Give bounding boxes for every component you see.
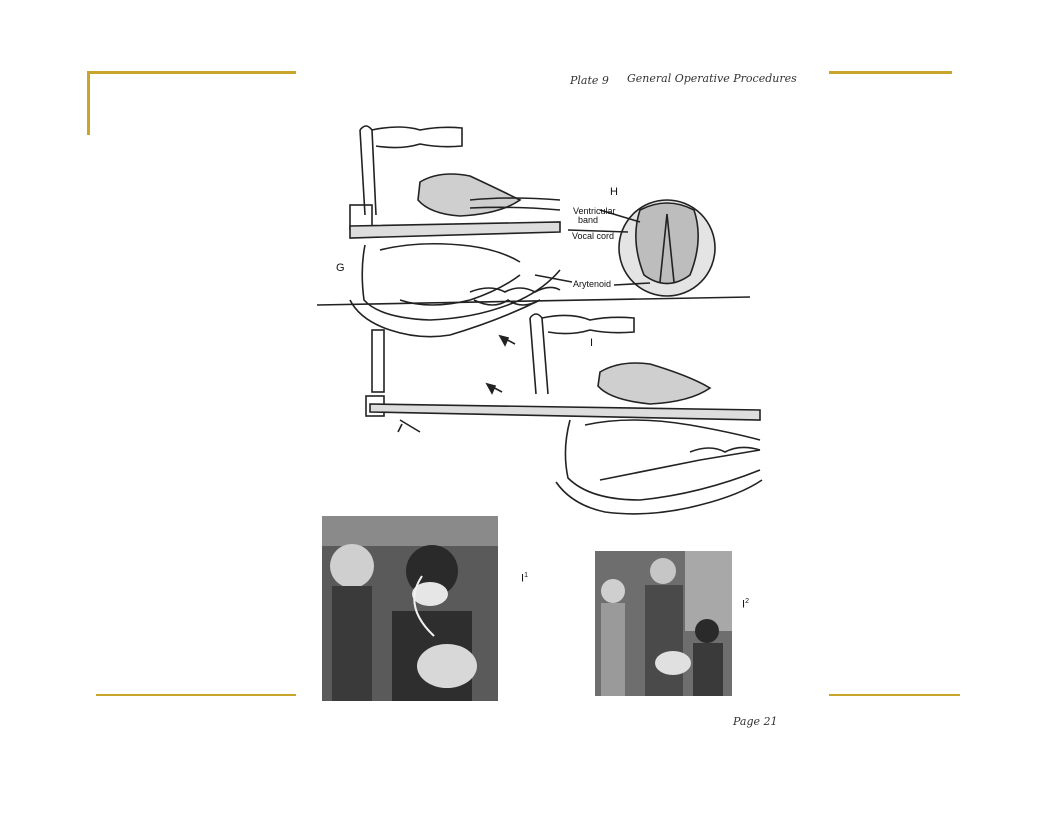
label-arytenoid: Arytenoid bbox=[573, 279, 611, 289]
label-i1: I1 bbox=[521, 571, 528, 584]
label-h: H bbox=[610, 187, 618, 197]
label-i2: I2 bbox=[742, 597, 749, 610]
label-i1-sup: 1 bbox=[524, 572, 528, 579]
photo-i2 bbox=[595, 551, 732, 696]
label-vocal-cord: Vocal cord bbox=[572, 231, 614, 241]
page-number: Page 21 bbox=[733, 715, 778, 728]
label-i2-sup: 2 bbox=[745, 598, 749, 605]
photo-i1 bbox=[322, 516, 498, 701]
label-g: G bbox=[336, 263, 345, 273]
label-i: I bbox=[590, 338, 593, 348]
label-band: band bbox=[578, 215, 598, 225]
